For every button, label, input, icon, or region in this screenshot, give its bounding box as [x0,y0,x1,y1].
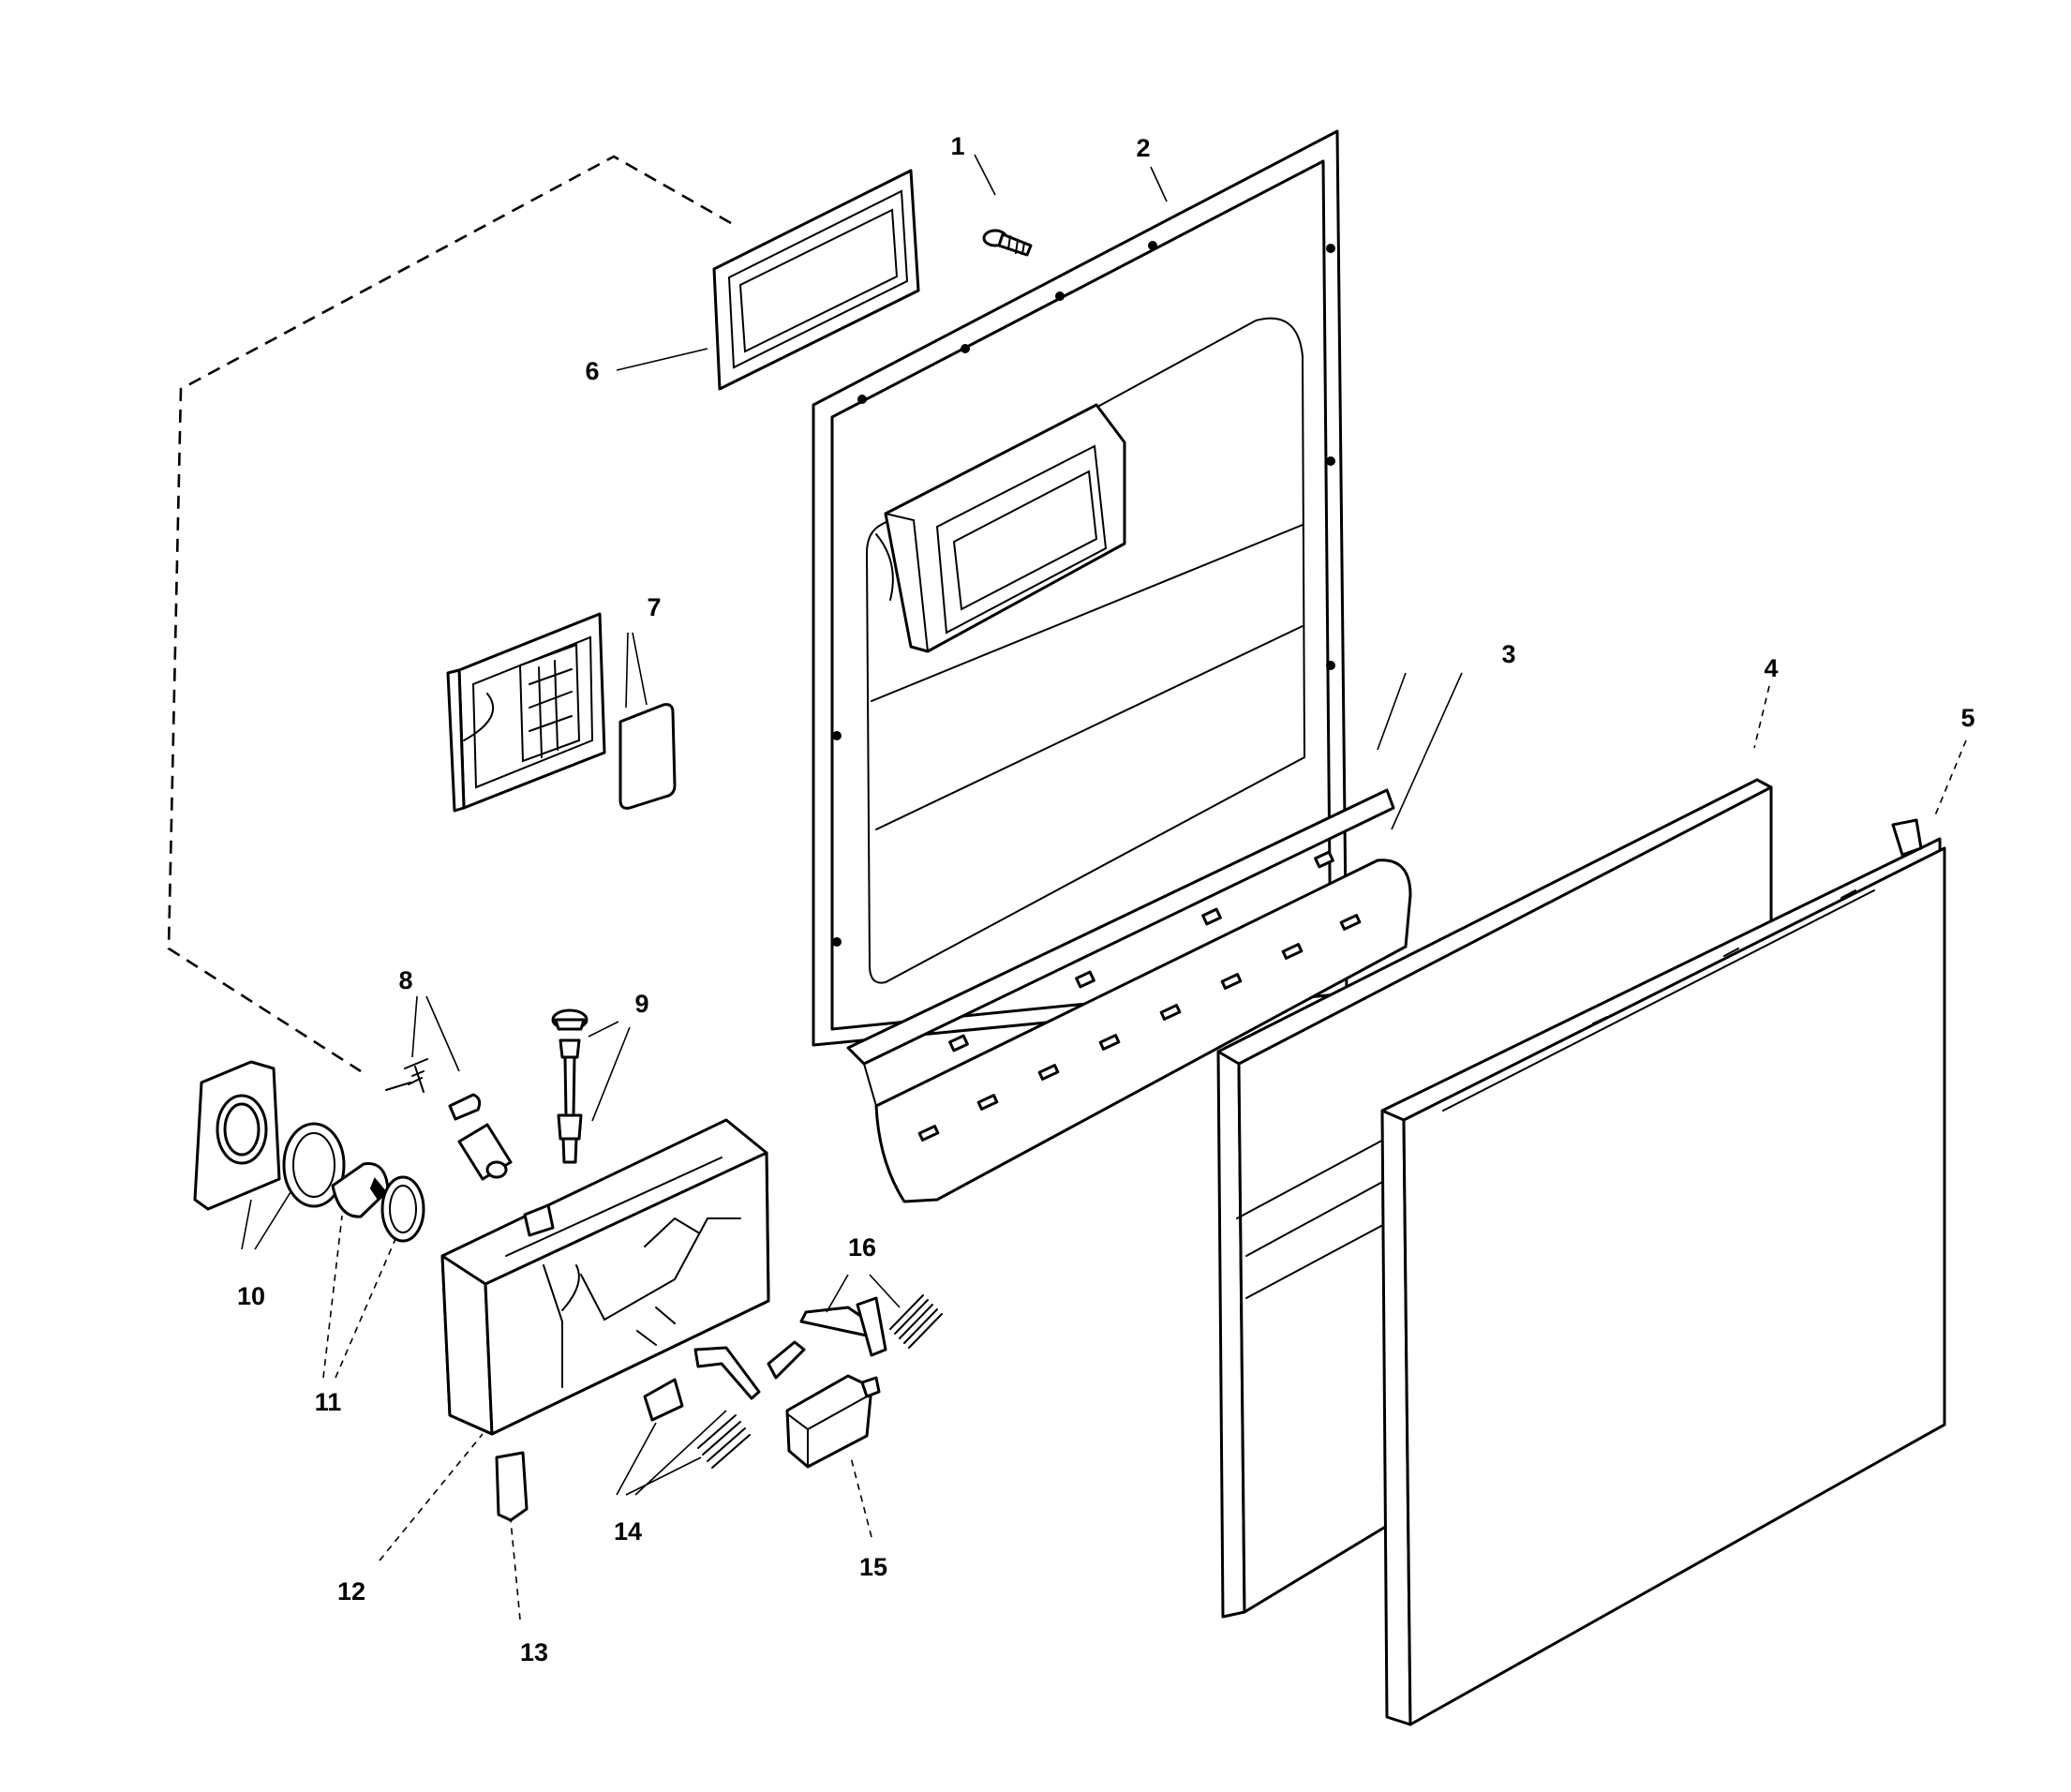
part-6-gasket-frame [712,169,920,391]
callout-12: 12 [337,1577,365,1605]
callout-11: 11 [315,1388,342,1416]
leader-lines [241,154,1967,1620]
part-1-screw [982,229,1033,257]
callout-1: 1 [950,132,964,160]
callout-8: 8 [398,966,412,994]
part-7-vent-assembly [446,612,677,813]
callout-14: 14 [614,1517,642,1546]
part-2-inner-door-panel [812,129,1348,1047]
callout-16: 16 [848,1233,876,1262]
part-10-handle-cover [193,1060,346,1211]
part-12-latch-housing [440,1118,770,1436]
callout-9: 9 [634,990,648,1018]
part-8-spring-pin [385,1058,513,1181]
dashed-group-outline [167,155,732,1073]
callout-2: 2 [1136,134,1150,162]
callout-6: 6 [585,357,599,385]
part-9-plunger [551,1008,589,1164]
part-5-outer-panel-front [1380,818,1946,1726]
callout-7: 7 [647,593,661,621]
callout-15: 15 [859,1553,887,1581]
part-3-lower-bracket [846,788,1412,1203]
callout-5: 5 [1960,704,1974,732]
part-13-small-plate [495,1451,529,1522]
callout-10: 10 [237,1282,265,1310]
callout-labels: 1 2 3 4 5 6 7 8 9 10 11 12 13 14 15 16 [237,132,1975,1666]
callout-4: 4 [1764,654,1778,682]
part-11-latch-knob [331,1162,425,1243]
callout-13: 13 [520,1638,548,1666]
part-14-actuator-parts [643,1340,806,1469]
part-15-micro-switch [785,1374,881,1469]
callout-3: 3 [1501,640,1515,668]
part-16-shaft-spring [799,1294,943,1357]
